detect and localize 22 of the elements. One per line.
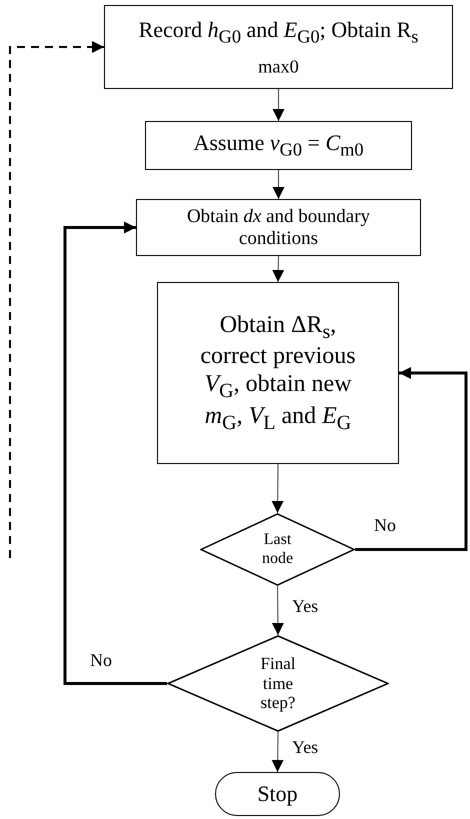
box-text: Obtain ΔR$_{s}$, correct previous V$_{G}$, obtain new m$_{G}$, V$_{L}$ and E$_{G}$	[199, 312, 357, 434]
decision-diamond	[167, 635, 389, 732]
arrow	[64, 222, 167, 685]
terminal-box	[215, 772, 340, 816]
process-box	[136, 199, 421, 256]
arrow	[272, 732, 284, 772]
process-box	[157, 282, 399, 464]
process-box	[104, 5, 453, 89]
process-box	[145, 121, 412, 170]
arrow	[272, 464, 284, 514]
arrow	[272, 170, 284, 200]
arrow	[272, 586, 284, 636]
arrow	[272, 88, 284, 122]
decision-text: Final time step?	[260, 654, 296, 713]
box-text: Assume v$_{G0}$ = C$_{m0}$	[193, 130, 364, 161]
dashed-arrow	[9, 41, 104, 558]
arrow	[355, 367, 468, 551]
decision-text: Last node	[260, 531, 294, 568]
box-text: Stop	[257, 781, 298, 807]
box-text: Obtain dx and boundary conditions	[186, 206, 372, 250]
decision-diamond	[200, 513, 355, 586]
arrow	[272, 256, 284, 282]
